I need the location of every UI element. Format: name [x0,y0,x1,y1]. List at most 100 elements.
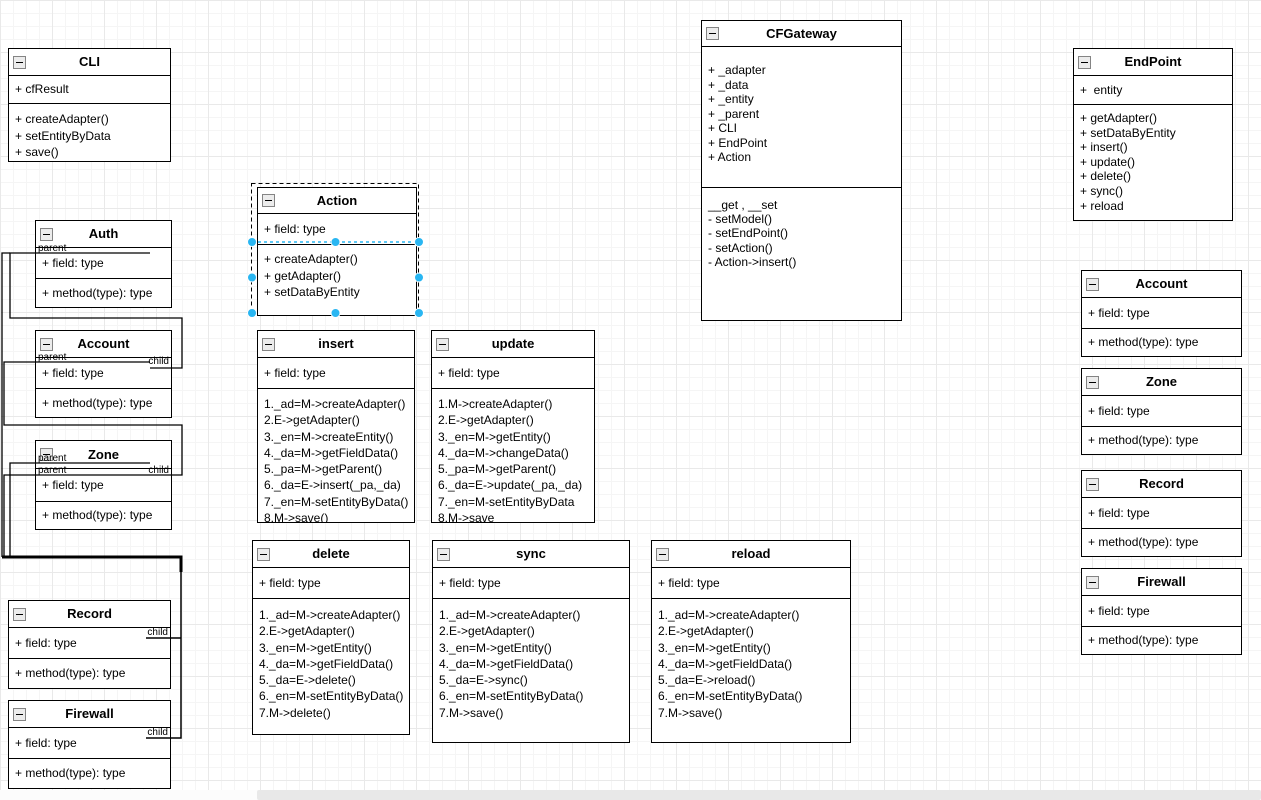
uml-row: + method(type): type [1088,433,1199,448]
uml-section-methods[interactable]: + method(type): type [36,278,171,307]
uml-section-fields[interactable]: + field: type [258,358,414,388]
class-title: Zone [1145,374,1178,389]
collapse-icon[interactable] [1086,575,1099,589]
class-title: Firewall [65,706,114,721]
uml-row: 8.M->save [438,511,495,522]
uml-row: + insert() [1080,140,1128,155]
uml-row: + method(type): type [42,508,153,523]
class-box-record-right[interactable]: Record+ field: type+ method(type): type [1081,470,1242,557]
uml-section-fields[interactable]: + field: type [1082,298,1241,328]
uml-section-fields[interactable]: + field: type [1082,396,1241,426]
uml-section-methods[interactable]: + method(type): type [9,758,170,788]
port-label-parent: parent [38,465,67,476]
hscrollbar-track[interactable] [0,790,1261,800]
uml-section-methods[interactable]: 1._ad=M->createAdapter()2.E->getAdapter(… [258,388,414,522]
uml-section-methods[interactable]: + method(type): type [9,658,170,688]
uml-row: + field: type [658,575,720,590]
class-box-action[interactable]: Action+ field: type+ createAdapter()+ ge… [257,187,417,316]
uml-section-methods[interactable]: + createAdapter()+ getAdapter()+ setData… [258,244,416,315]
uml-row: 5._pa=M->getParent() [438,462,557,477]
class-title-bar: insert [258,331,414,358]
collapse-icon[interactable] [40,337,53,351]
class-title-bar: Record [1082,471,1241,498]
hscrollbar-thumb[interactable] [257,790,1261,800]
uml-section-fields[interactable]: + field: type [9,728,170,758]
collapse-icon[interactable] [262,194,275,207]
uml-section-fields[interactable]: + field: type [9,628,170,658]
uml-row: + field: type [439,575,501,590]
collapse-icon[interactable] [1086,375,1099,389]
uml-row: 6._da=E->update(_pa,_da) [438,478,583,493]
port-label-parent: parent [38,453,67,464]
uml-section-methods[interactable]: + method(type): type [1082,626,1241,654]
collapse-icon[interactable] [706,27,719,40]
uml-section-methods[interactable]: + method(type): type [36,501,171,529]
uml-section-fields[interactable]: + field: type [652,568,850,598]
uml-row: + delete() [1080,169,1132,184]
collapse-icon[interactable] [13,707,26,721]
collapse-icon[interactable] [13,55,26,69]
uml-section-fields[interactable]: + field: type [432,358,594,388]
collapse-icon[interactable] [40,227,53,241]
class-box-insert[interactable]: insert + field: type 1._ad=M->createAdapte… [257,330,415,523]
collapse-icon[interactable] [257,547,270,561]
class-box-firewall-right[interactable]: Firewall+ field: type+ method(type): typ… [1081,568,1242,655]
uml-row: + field: type [1088,603,1150,618]
collapse-icon[interactable] [1086,477,1099,491]
uml-section-fields[interactable]: + field: type [1082,596,1241,626]
collapse-icon[interactable] [262,337,275,351]
collapse-icon[interactable] [13,607,26,621]
collapse-icon[interactable] [437,547,450,561]
class-box-firewall-left[interactable]: Firewall + field: type + method(type): typ… [8,700,171,789]
uml-section-methods[interactable]: 1._ad=M->createAdapter()2.E->getAdapter(… [253,598,409,734]
uml-section-methods[interactable]: 1._ad=M->createAdapter()2.E->getAdapter(… [652,598,850,742]
collapse-icon[interactable] [1086,277,1099,291]
uml-section-methods[interactable]: + method(type): type [36,388,171,417]
class-title-bar: CLI [9,49,170,76]
collapse-icon[interactable] [656,547,669,561]
uml-row: + _adapter [708,63,766,77]
class-title: Record [67,606,112,621]
uml-row: + field: type [15,735,77,750]
uml-section-fields[interactable]: + field: type [1082,498,1241,528]
class-box-zone-right[interactable]: Zone + field: type + method(type): type [1081,368,1242,455]
class-box-cli[interactable]: CLI+ cfResult+ createAdapter()+ setEntit… [8,48,171,162]
class-box-cfgateway[interactable]: CFGateway+ _adapter+ _data+ _entity+ _pa… [701,20,902,321]
uml-row: 4._da=M->getFieldData() [439,656,574,671]
uml-section-methods[interactable]: __get , __set- setModel()- setEndPoint()… [702,187,901,320]
uml-section-fields[interactable]: + field: type [258,214,416,244]
uml-row: + createAdapter() [264,252,358,266]
collapse-icon[interactable] [1078,55,1091,69]
class-title-bar: Firewall [9,701,170,728]
uml-section-methods[interactable]: 1.M->createAdapter()2.E->getAdapter()3._… [432,388,594,522]
uml-row: 1._ad=M->createAdapter() [658,608,800,622]
uml-section-methods[interactable]: + method(type): type [1082,528,1241,556]
uml-section-fields[interactable]: + field: type [253,568,409,598]
uml-section-methods[interactable]: + method(type): type [1082,328,1241,356]
uml-section-methods[interactable]: + method(type): type [1082,426,1241,454]
uml-section-fields[interactable]: + entity [1074,76,1232,104]
uml-section-methods[interactable]: + getAdapter()+ setDataByEntity+ insert(… [1074,104,1232,220]
uml-section-methods[interactable]: 1._ad=M->createAdapter()2.E->getAdapter(… [433,598,629,742]
uml-row: 3._en=M->getEntity() [438,429,551,444]
uml-section-methods[interactable]: + createAdapter()+ setEntityByData+ save… [9,103,170,161]
uml-section-fields[interactable]: + cfResult [9,76,170,103]
uml-section-fields[interactable]: + _adapter+ _data+ _entity+ _parent+ CLI… [702,47,901,187]
uml-section-fields[interactable]: + field: type [433,568,629,598]
uml-row: - setAction() [708,240,773,255]
uml-row: + field: type [264,365,326,380]
collapse-icon[interactable] [436,337,449,351]
class-box-account-right[interactable]: Account+ field: type+ method(type): type [1081,270,1242,357]
class-box-account-left[interactable]: Account+ field: type+ method(type): type… [35,330,172,418]
class-box-endpoint[interactable]: EndPoint+ entity+ getAdapter()+ setDataB… [1073,48,1233,221]
uml-row: - setEndPoint() [708,226,789,241]
uml-row: 4._da=M->getFieldData() [264,445,399,460]
